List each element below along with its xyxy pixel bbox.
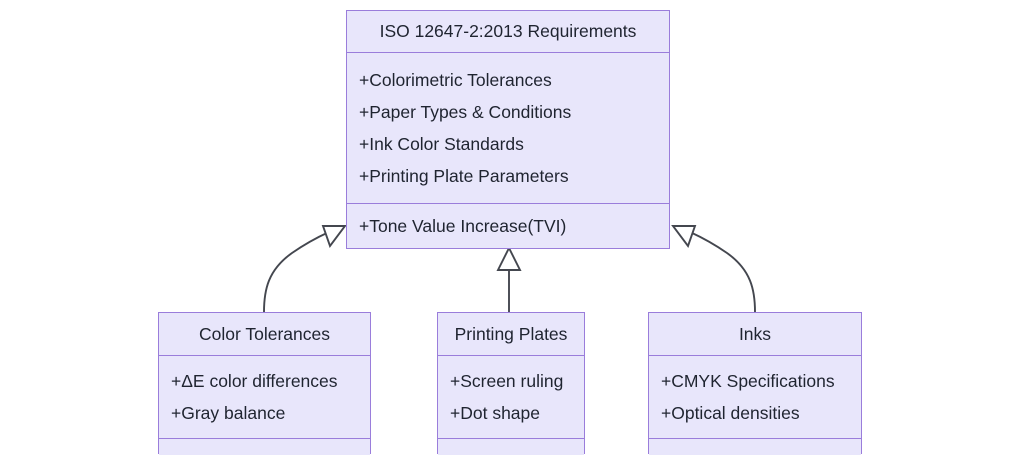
generalization-arrowhead-left xyxy=(321,225,347,248)
edge-inks-to-parent xyxy=(671,225,756,313)
class-methods-parent: +Tone Value Increase(TVI) xyxy=(347,203,669,248)
class-title-inks: Inks xyxy=(649,313,861,355)
class-title-printing-plates: Printing Plates xyxy=(438,313,584,355)
class-attribute: +Screen ruling xyxy=(450,371,564,391)
class-title-parent: ISO 12647-2:2013 Requirements xyxy=(347,11,669,52)
class-attributes-printing-plates: +Screen ruling +Dot shape xyxy=(438,355,584,438)
class-method: +Tone Value Increase(TVI) xyxy=(359,216,567,236)
class-methods-inks xyxy=(649,438,861,455)
class-name-inks: Inks xyxy=(738,323,772,344)
class-box-printing-plates[interactable]: Printing Plates +Screen ruling +Dot shap… xyxy=(437,312,585,455)
class-methods-color-tolerances xyxy=(159,438,370,455)
class-methods-printing-plates xyxy=(438,438,584,455)
class-attributes-parent: +Colorimetric Tolerances +Paper Types & … xyxy=(347,52,669,203)
generalization-arrowhead-middle xyxy=(496,245,522,271)
generalization-arrowhead-right xyxy=(671,225,697,248)
class-box-color-tolerances[interactable]: Color Tolerances +ΔE color differences +… xyxy=(158,312,371,455)
class-box-parent[interactable]: ISO 12647-2:2013 Requirements +Colorimet… xyxy=(346,10,670,249)
edge-printing-plates-to-parent xyxy=(496,245,522,312)
class-attribute: +Optical densities xyxy=(661,403,800,423)
class-attribute: +Colorimetric Tolerances xyxy=(359,70,552,90)
class-attributes-color-tolerances: +ΔE color differences +Gray balance xyxy=(159,355,370,438)
class-attribute: +CMYK Specifications xyxy=(661,371,835,391)
class-attribute: +Dot shape xyxy=(450,403,540,423)
class-name-printing-plates: Printing Plates xyxy=(454,323,568,344)
class-box-inks[interactable]: Inks +CMYK Specifications +Optical densi… xyxy=(648,312,862,455)
class-attribute: +Paper Types & Conditions xyxy=(359,102,572,122)
class-attribute: +Gray balance xyxy=(171,403,286,423)
class-name-parent: ISO 12647-2:2013 Requirements xyxy=(379,21,637,41)
class-attributes-inks: +CMYK Specifications +Optical densities xyxy=(649,355,861,438)
class-attribute: +Printing Plate Parameters xyxy=(359,166,569,186)
class-attribute: +ΔE color differences xyxy=(171,371,338,391)
class-title-color-tolerances: Color Tolerances xyxy=(159,313,370,355)
class-name-color-tolerances: Color Tolerances xyxy=(199,323,330,344)
class-attribute: +Ink Color Standards xyxy=(359,134,524,154)
edge-color-tolerances-to-parent xyxy=(263,225,347,313)
